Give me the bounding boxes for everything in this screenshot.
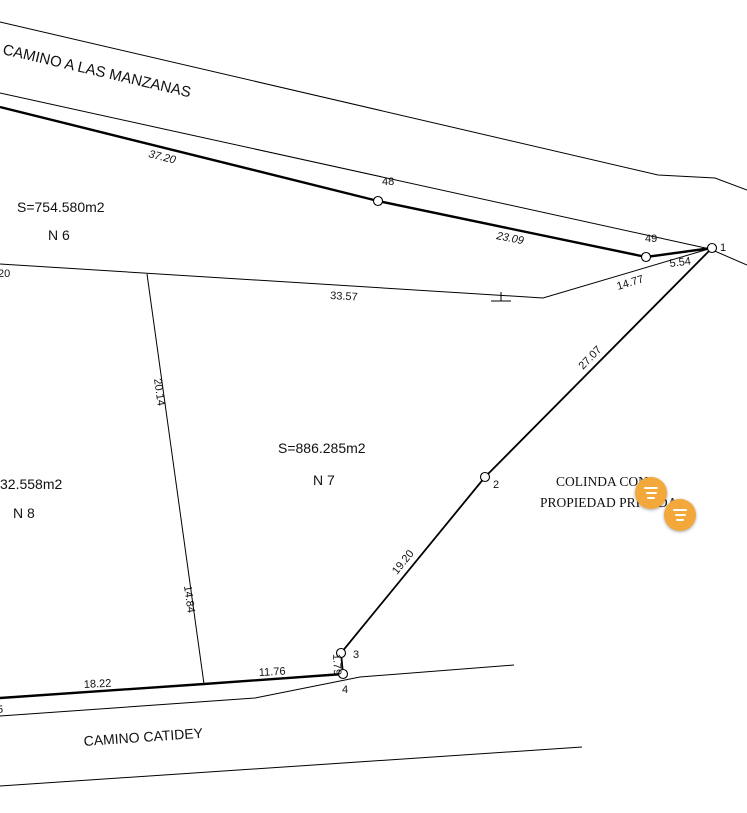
dim-19-20: 19.20 — [390, 548, 417, 577]
road-south-label: CAMINO CATIDEY — [83, 725, 204, 749]
vertex-2-label: 2 — [493, 479, 499, 491]
menu-lines-icon — [644, 487, 658, 489]
vertex-1-marker — [706, 242, 718, 254]
vertex-4-marker — [337, 668, 349, 680]
vertex-4-label: 4 — [342, 684, 348, 696]
dim-14-84: 14.84 — [181, 585, 197, 614]
dim-11-76: 11.76 — [259, 666, 286, 679]
dim-27-07: 27.07 — [577, 344, 605, 372]
vertex-48-label: 48 — [382, 176, 394, 188]
road-north-lower-edge — [0, 92, 711, 250]
vertex-49-marker — [640, 251, 652, 263]
boundary-east — [340, 247, 713, 675]
lot-n7-area: S=886.285m2 — [278, 440, 366, 456]
menu-fab-2[interactable] — [664, 499, 696, 531]
menu-lines-icon-bottom — [676, 519, 684, 521]
menu-lines-icon-mid — [645, 492, 657, 494]
dim-14-77: 14.77 — [615, 273, 645, 293]
neighbor-line-1: COLINDA CON — [556, 474, 648, 489]
dim-33-57: 33.57 — [330, 290, 358, 303]
menu-fab-1[interactable] — [635, 477, 667, 509]
dim-1-79: 1.79 — [330, 654, 343, 676]
boundary-north — [0, 105, 713, 259]
lot-line-n7-n8 — [146, 273, 205, 685]
lot-line-n6-n7 — [0, 247, 713, 299]
menu-lines-icon-mid — [674, 514, 686, 516]
dim-23-09: 23.09 — [494, 230, 524, 247]
vertex-3-label: 3 — [353, 649, 359, 661]
dim-edge-20: 20 — [0, 268, 10, 280]
dim-20-14: 20.14 — [151, 378, 167, 407]
dim-edge-5: 5 — [0, 704, 3, 716]
vertex-48-marker — [372, 195, 384, 207]
road-south-upper-edge — [0, 664, 515, 717]
lot-n7-name: N 7 — [313, 472, 335, 488]
road-south-lower-edge — [0, 746, 583, 787]
vertex-3-marker — [335, 647, 347, 659]
menu-lines-icon-bottom — [647, 497, 655, 499]
vertex-1-label: 1 — [720, 242, 726, 254]
menu-lines-icon — [673, 509, 687, 511]
lot-n6-name: N 6 — [48, 227, 70, 243]
vertex-49-label: 49 — [645, 233, 657, 245]
lot-n8-name: N 8 — [13, 505, 35, 521]
dim-18-22: 18.22 — [84, 678, 112, 691]
dim-5-54: 5.54 — [669, 255, 692, 270]
road-north-upper-edge — [0, 21, 747, 191]
lot-n6-area: S=754.580m2 — [17, 199, 105, 215]
road-north-label: CAMINO A LAS MANZANAS — [1, 41, 192, 101]
road-north-lower-edge-ext — [709, 248, 747, 266]
lot-n8-area: 32.558m2 — [0, 476, 62, 492]
boundary-south — [0, 672, 344, 700]
vertex-2-marker — [479, 471, 491, 483]
